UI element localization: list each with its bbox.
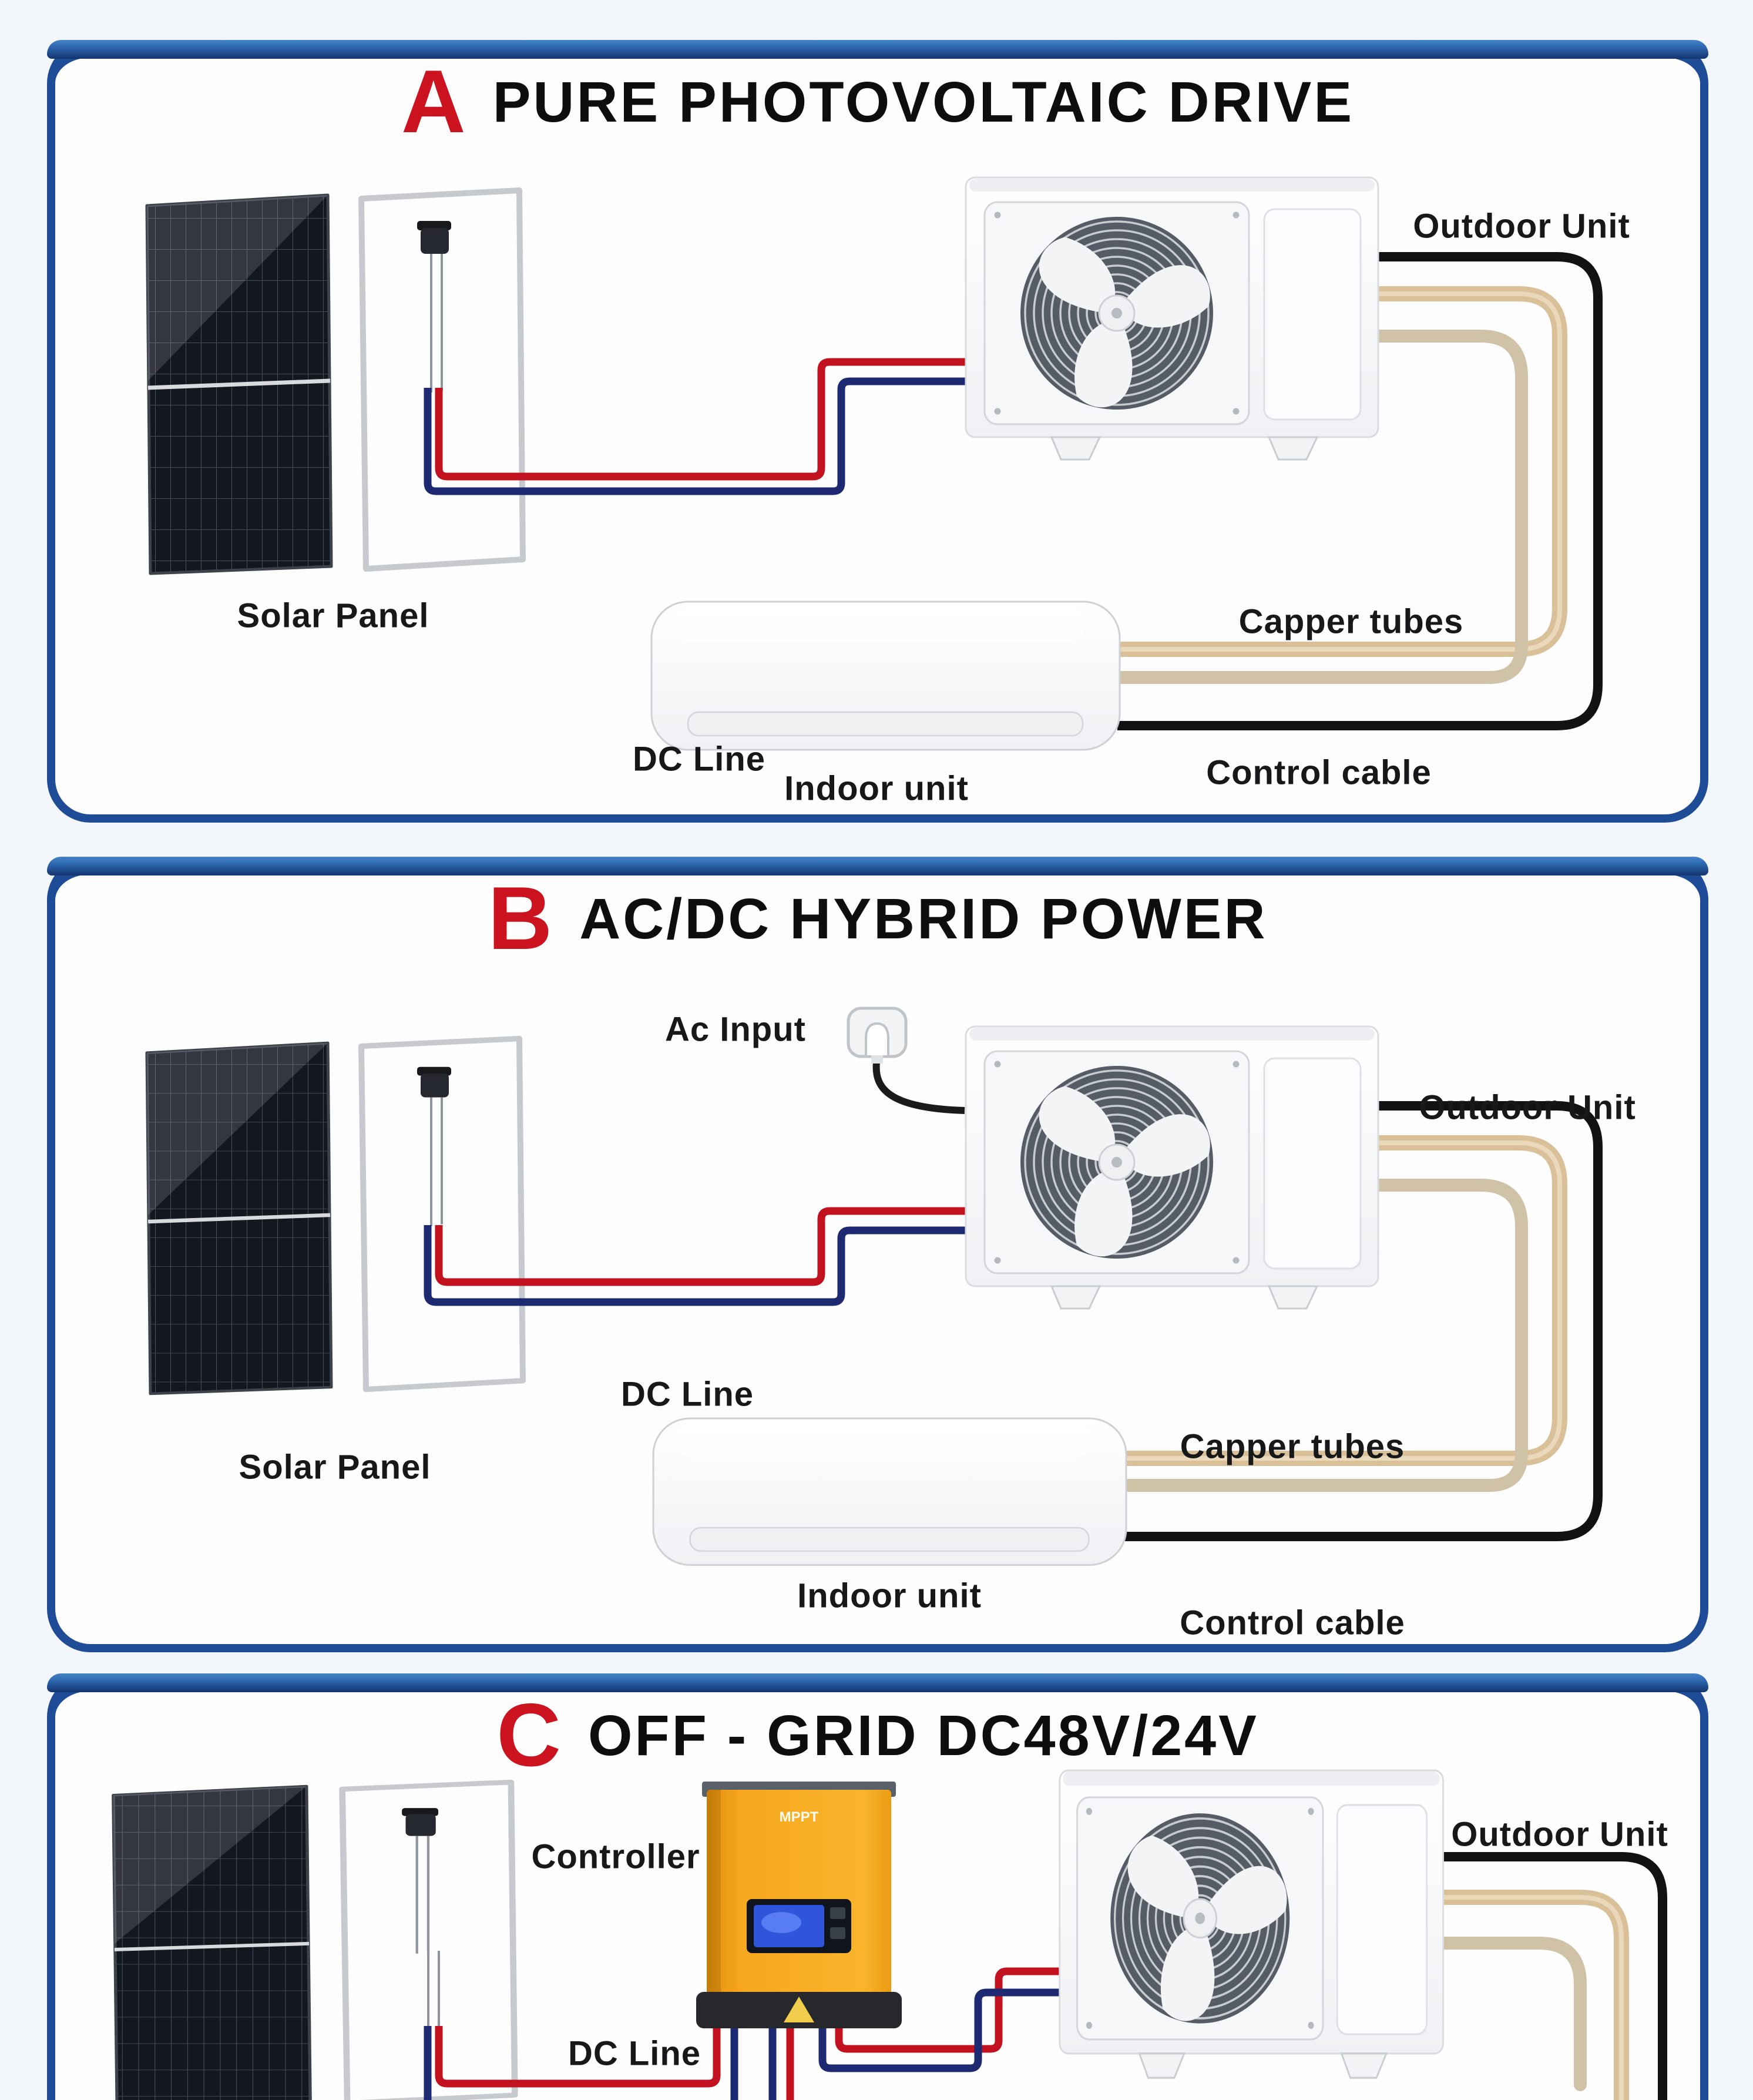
label-control-cable-b: Control cable [1180,1603,1405,1642]
dc-wire-red-a [435,358,972,481]
label-outdoor-unit-c: Outdoor Unit [1451,1815,1668,1854]
label-ac-input-b: Ac Input [665,1010,806,1049]
ac-plug-icon [847,1007,908,1064]
label-indoor-unit-a: Indoor unit [784,769,969,808]
copper-tube-1-highlight-b [1125,1140,1562,1461]
dc-line-wires-c [424,1951,1063,2100]
label-outdoor-unit-a: Outdoor Unit [1413,207,1630,246]
label-dc-line-a: DC Line [632,740,766,779]
dc-wire-blue-b [424,1225,972,1306]
dc-out-blue-c [818,1988,1063,2072]
outdoor-unit-graphic-a [965,176,1379,461]
label-control-cable-a: Control cable [1206,753,1432,792]
copper-tube-1-highlight-c [1436,1895,1624,2100]
copper-tube-2-a [1117,330,1528,684]
line-set-b [1125,1101,1603,1541]
control-cable-a [1117,252,1603,730]
label-capper-tubes-a: Capper tubes [1238,602,1464,641]
dc-line-wires-a [424,358,972,495]
solar-panel-graphic-a [147,190,523,573]
label-solar-panel-a: Solar Panel [237,596,429,635]
outdoor-unit-graphic-c [1058,1769,1445,2079]
indoor-unit-graphic-b [652,1417,1127,1566]
copper-tube-2-b [1125,1179,1528,1492]
label-controller-c: Controller [531,1837,700,1876]
solar-panel-graphic-b [147,1039,523,1394]
copper-tube-1-c [1436,1890,1629,2100]
outdoor-unit-graphic-b [965,1025,1379,1310]
pv-wire-red-c [435,2026,721,2088]
line-set-c [1430,1852,1667,2100]
control-cable-c [1433,1852,1667,2100]
indoor-unit-graphic-a [650,601,1121,751]
copper-tube-2-c [1430,1937,1587,2091]
solar-panel-graphic-c [113,1782,515,2100]
dc-line-wires-b [424,1207,972,1306]
label-indoor-unit-b: Indoor unit [797,1576,982,1615]
label-dc-line-b: DC Line [620,1375,754,1414]
dc-wire-blue-a [424,377,972,495]
label-solar-panel-b: Solar Panel [239,1448,431,1487]
label-capper-tubes-b: Capper tubes [1180,1427,1405,1466]
controller-brand-text: MPPT [780,1809,819,1825]
dc-wire-red-b [435,1207,972,1286]
line-set-a [1117,252,1603,730]
ac-input-cable-b [872,1062,965,1114]
mppt-controller-graphic: MPPT [696,1782,902,2028]
label-dc-line-c: DC Line [567,2034,701,2073]
dc-out-red-c [835,1967,1063,2053]
label-outdoor-unit-b: Outdoor Unit [1419,1088,1636,1127]
control-cable-b [1125,1101,1603,1541]
copper-tube-1-highlight-a [1117,291,1562,652]
